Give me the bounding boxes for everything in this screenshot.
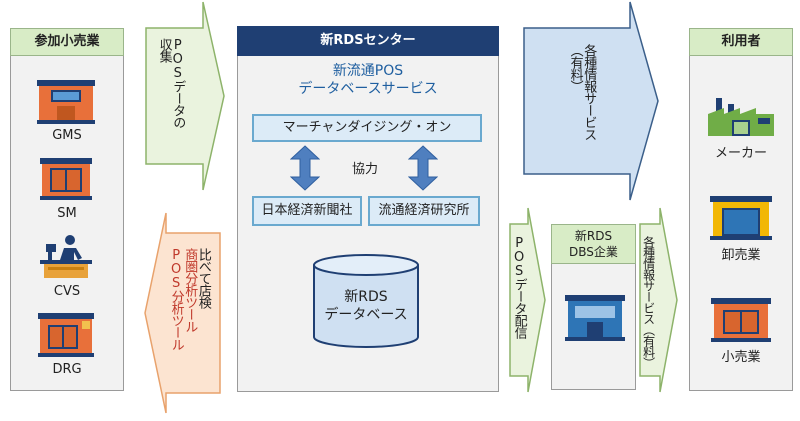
maker-label: メーカー	[714, 146, 767, 161]
dbs-title: 新RDS DBS企業	[551, 224, 636, 264]
cashier-icon	[38, 234, 94, 278]
service-title: 新流通POS データベースサービス	[237, 62, 499, 98]
dbs-building-icon	[565, 295, 625, 341]
services-paid-text: 各種情報サービス （有料）	[567, 44, 597, 174]
tools-text-line2: 商圏分析ツール	[182, 248, 198, 332]
services-paid-text-line2: （有料）	[567, 44, 583, 92]
wholesale-icon	[710, 196, 772, 240]
retail-label: 小売業	[721, 350, 761, 365]
gms-store-icon	[37, 80, 95, 124]
double-arrow-right-icon	[408, 145, 438, 191]
services-paid-arrow	[523, 1, 659, 201]
database-cylinder-icon	[312, 253, 420, 349]
cvs-label: CVS	[53, 284, 81, 299]
supermarket-icon	[40, 158, 92, 200]
rds-center-title: 新RDSセンター	[237, 26, 499, 56]
institute-box: 流通経済研究所	[368, 196, 480, 226]
service-title-line2: データベースサービス	[298, 81, 438, 97]
dbs-title-line1: 新RDS	[574, 229, 613, 243]
services-paid-arrow-2	[639, 207, 678, 393]
service-title-line1: 新流通POS	[332, 63, 404, 79]
collect-text: POSデータの 収集	[156, 38, 186, 162]
sm-label: SM	[57, 206, 77, 221]
tools-text: 比べて店検 商圏分析ツール POS分析ツール	[168, 248, 211, 388]
double-arrow-left-icon	[290, 145, 320, 191]
gms-label: GMS	[52, 128, 82, 143]
drugstore-icon	[38, 313, 94, 357]
collect-text-line1: POSデータの	[170, 38, 186, 128]
database-label-line2: データベース	[324, 307, 408, 323]
dbs-title-line2: DBS企業	[569, 245, 618, 259]
tools-arrow	[144, 212, 221, 414]
wholesale-label: 卸売業	[721, 248, 761, 263]
merchandising-box: マーチャンダイジング・オン	[252, 114, 482, 142]
services-paid-text-2: 各種情報サービス（有料）	[641, 236, 656, 368]
tools-text-line1: 比べて店検	[195, 248, 211, 308]
drg-label: DRG	[52, 362, 82, 377]
nikkei-box: 日本経済新聞社	[252, 196, 362, 226]
retail-store-icon	[711, 298, 771, 342]
database-label-line1: 新RDS	[344, 289, 388, 305]
collect-text-line2: 収集	[156, 38, 172, 62]
tools-text-line3: POS分析ツール	[168, 248, 184, 350]
services-paid-text-line1: 各種情報サービス	[581, 44, 597, 140]
participants-title: 参加小売業	[10, 28, 124, 56]
factory-icon	[708, 96, 774, 136]
collect-arrow	[145, 1, 225, 191]
cooperation-label: 協力	[351, 162, 378, 177]
distribution-arrow	[509, 207, 546, 393]
database-label: 新RDS データベース	[312, 288, 420, 324]
distribution-text: POSデータ配信	[511, 236, 527, 338]
users-title: 利用者	[689, 28, 793, 56]
